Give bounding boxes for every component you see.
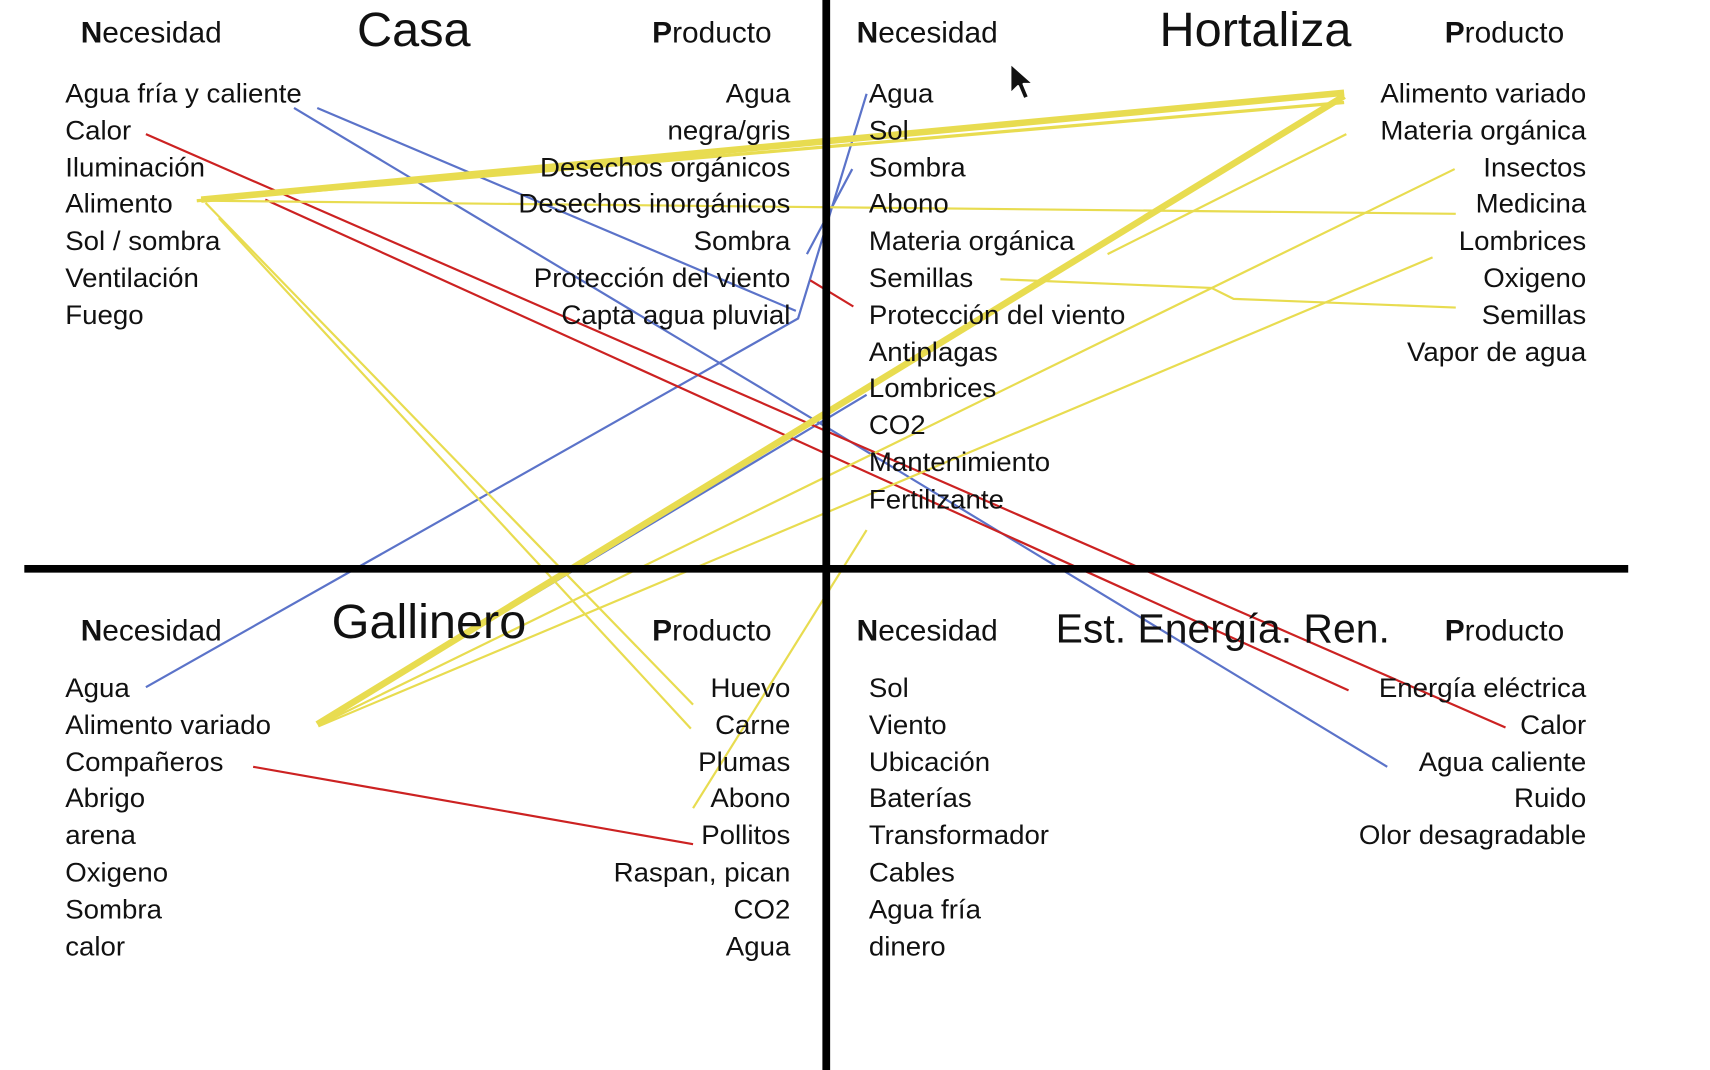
hortaliza-title: Hortaliza — [1159, 3, 1352, 57]
list-item: Sol / sombra — [65, 225, 221, 257]
gallinero-productos-list: Huevo Carne Plumas Abono Pollitos Raspan… — [614, 671, 791, 966]
list-item: Sombra — [693, 225, 791, 257]
energia-necesidad-header: Necesidad — [856, 614, 998, 647]
list-item: dinero — [868, 931, 946, 962]
link-materia-organica — [1107, 133, 1347, 256]
list-item: Fertilizante — [868, 484, 1004, 515]
list-item: Abono — [710, 783, 791, 815]
list-item: Insectos — [1483, 152, 1587, 183]
list-item: arena — [65, 820, 136, 851]
list-item: Carne — [715, 709, 791, 741]
list-item: Agua — [65, 672, 130, 704]
list-item: Vapor de agua — [1406, 336, 1587, 368]
list-item: Alimento variado — [65, 709, 272, 741]
gallinero-necesidad-header: Necesidad — [80, 614, 222, 647]
list-item: Agua fría y caliente — [65, 78, 302, 110]
energia-producto-header: Producto — [1444, 614, 1565, 647]
hortaliza-necesidades-list: Agua Sol Sombra Abono Materia orgánica S… — [869, 76, 1126, 518]
energia-productos-list: Energía eléctrica Calor Agua caliente Ru… — [1359, 671, 1586, 855]
list-item: Protección del viento — [533, 262, 791, 294]
list-item: Calor — [65, 115, 132, 146]
list-item: Ruido — [1513, 783, 1587, 815]
list-item: Oxigeno — [65, 857, 169, 888]
list-item: Sol — [868, 115, 909, 146]
list-item: Plumas — [698, 746, 791, 778]
list-item: CO2 — [733, 894, 791, 925]
gallinero-title: Gallinero — [331, 595, 527, 649]
list-item: Transformador — [868, 820, 1050, 851]
list-item: Viento — [868, 709, 947, 741]
list-item: Oxigeno — [1483, 262, 1587, 294]
casa-productos-list: Agua negra/gris Desechos orgánicos Desec… — [518, 76, 790, 334]
list-item: Semillas — [868, 262, 974, 294]
list-item: Abono — [868, 189, 949, 220]
list-item: Ventilación — [65, 262, 199, 294]
list-item: Pollitos — [701, 820, 791, 851]
list-item: Raspan, pican — [613, 857, 791, 888]
link-proteccion-viento — [809, 279, 854, 308]
list-item: Energía eléctrica — [1378, 672, 1587, 704]
list-item: CO2 — [868, 410, 926, 441]
casa-necesidad-header: Necesidad — [80, 16, 222, 50]
list-item: Baterías — [868, 783, 972, 815]
list-item: Sombra — [868, 152, 966, 183]
list-item: Calor — [1520, 709, 1587, 741]
list-item: Lombrices — [1458, 225, 1587, 257]
list-item: Fuego — [65, 299, 144, 331]
list-item: Sol — [868, 672, 909, 704]
vertical-axis — [822, 0, 831, 1070]
energia-title: Est. Energía. Ren. — [1055, 606, 1390, 652]
hortaliza-necesidad-header: Necesidad — [856, 16, 998, 50]
list-item: Desechos orgánicos — [539, 152, 791, 183]
list-item: Agua caliente — [1418, 746, 1587, 778]
link-agua-caliente-casa-est — [293, 107, 1388, 768]
list-item: Materia orgánica — [868, 225, 1075, 257]
list-item: Semillas — [1481, 299, 1587, 331]
list-item: Capta agua pluvial — [561, 299, 791, 331]
list-item: Huevo — [710, 672, 791, 704]
casa-title: Casa — [357, 3, 471, 57]
list-item: Mantenimiento — [868, 447, 1051, 478]
list-item: Iluminación — [65, 152, 205, 183]
list-item: Alimento variado — [1380, 78, 1587, 110]
list-item: Cables — [868, 857, 955, 888]
list-item: Alimento — [65, 189, 173, 220]
casa-producto-header: Producto — [652, 16, 772, 50]
gallinero-necesidades-list: Agua Alimento variado Compañeros Abrigo … — [65, 671, 271, 966]
list-item: calor — [65, 931, 126, 962]
list-item: Compañeros — [65, 746, 224, 778]
list-item: Medicina — [1475, 189, 1587, 220]
list-item: Sombra — [65, 894, 162, 925]
list-item: Agua — [868, 78, 934, 110]
hortaliza-productos-list: Alimento variado Materia orgánica Insect… — [1380, 76, 1586, 371]
list-item: Materia orgánica — [1380, 115, 1587, 146]
list-item: Olor desagradable — [1358, 820, 1587, 851]
list-item: Antiplagas — [868, 336, 998, 368]
list-item: Abrigo — [65, 783, 146, 815]
list-item: Agua — [725, 78, 791, 110]
hortaliza-producto-header: Producto — [1444, 16, 1565, 50]
list-item: negra/gris — [667, 115, 791, 146]
list-item: Protección del viento — [868, 299, 1126, 331]
list-item: Ubicación — [868, 746, 991, 778]
list-item: Agua fría — [868, 894, 981, 925]
gallinero-producto-header: Producto — [652, 614, 772, 647]
energia-necesidades-list: Sol Viento Ubicación Baterías Transforma… — [869, 671, 1049, 966]
list-item: Lombrices — [868, 373, 997, 404]
list-item: Desechos inorgánicos — [518, 189, 791, 220]
casa-necesidades-list: Agua fría y caliente Calor Iluminación A… — [65, 76, 302, 334]
list-item: Agua — [725, 931, 791, 962]
mouse-pointer-icon — [1009, 62, 1035, 101]
